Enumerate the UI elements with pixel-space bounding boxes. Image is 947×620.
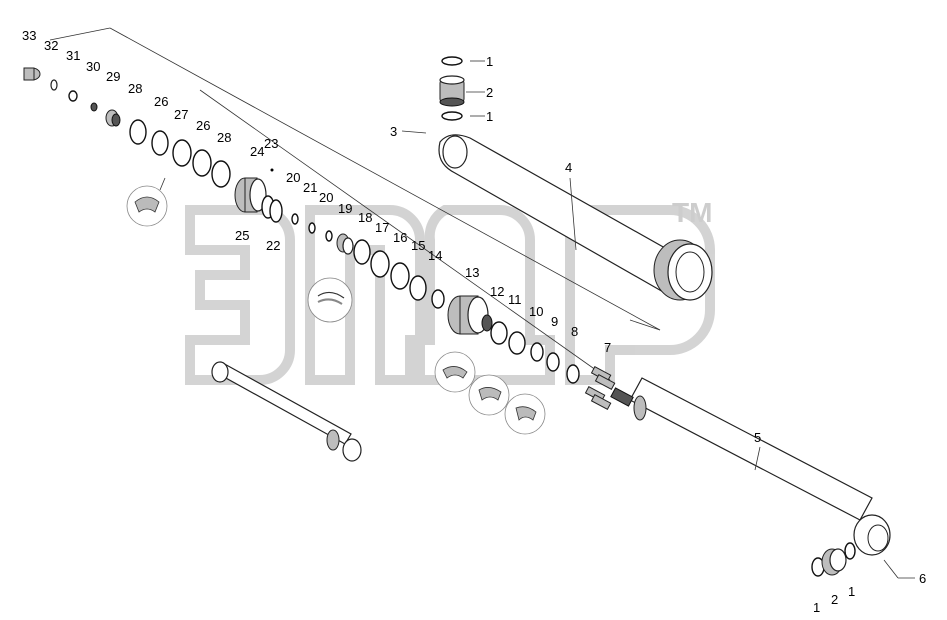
leader-lines <box>401 60 915 579</box>
part-31-ring <box>68 90 78 102</box>
callout-29: 29 <box>106 69 120 84</box>
callout-1-bottom-a: 1 <box>813 600 820 615</box>
part-9-seal <box>546 352 560 372</box>
part-5-rod <box>610 377 891 556</box>
detail-circle-c <box>504 393 546 435</box>
callout-12: 12 <box>490 284 504 299</box>
part-16-seal <box>390 262 410 290</box>
part-6-eye <box>853 514 891 556</box>
callout-17: 17 <box>375 220 389 235</box>
callout-1-top-b: 1 <box>486 109 493 124</box>
part-7-bolts <box>584 366 616 411</box>
callout-11: 11 <box>508 292 522 307</box>
detail-circle-left <box>126 177 168 227</box>
callout-18: 18 <box>358 210 372 225</box>
part-1-top-ring-a <box>441 56 463 66</box>
axis-line-b <box>109 27 661 331</box>
part-2-top-bushing <box>439 75 465 107</box>
part-19-bushing <box>336 233 354 255</box>
callout-25: 25 <box>235 228 249 243</box>
callout-10: 10 <box>529 304 543 319</box>
callout-23: 23 <box>264 136 278 151</box>
callout-3: 3 <box>390 124 397 139</box>
part-4-barrel <box>438 134 713 301</box>
part-18-seal <box>353 239 371 265</box>
callout-labels: 33 32 31 30 29 28 26 27 26 28 23 24 25 2… <box>22 28 926 615</box>
callout-31: 31 <box>66 48 80 63</box>
callout-4: 4 <box>565 160 572 175</box>
callout-14: 14 <box>428 248 442 263</box>
part-8-seal <box>566 364 580 384</box>
callout-26a: 26 <box>154 94 168 109</box>
callout-22: 22 <box>266 238 280 253</box>
callout-33: 33 <box>22 28 36 43</box>
callout-28b: 28 <box>217 130 231 145</box>
part-20-ring-b <box>325 230 333 242</box>
callout-2-bottom: 2 <box>831 592 838 607</box>
part-10-seal <box>530 342 544 362</box>
callout-28a: 28 <box>128 81 142 96</box>
part-12-seal <box>490 321 508 345</box>
part-29-nut <box>105 109 121 127</box>
callout-20b: 20 <box>319 190 333 205</box>
callout-32: 32 <box>44 38 58 53</box>
part-26-seal-b <box>192 149 212 177</box>
axis-line-d <box>199 89 611 381</box>
part-15-seal <box>409 275 427 301</box>
part-17-seal <box>370 250 390 278</box>
part-23-dot <box>270 168 274 172</box>
part-2-bottom-bushing <box>821 548 847 576</box>
callout-2-top: 2 <box>486 85 493 100</box>
callout-9: 9 <box>551 314 558 329</box>
callout-13: 13 <box>465 265 479 280</box>
axis-line-c <box>629 319 661 331</box>
callout-1-bottom-b: 1 <box>848 584 855 599</box>
part-33-cap <box>23 67 41 81</box>
callout-5: 5 <box>754 430 761 445</box>
callout-6: 6 <box>919 571 926 586</box>
callout-21: 21 <box>303 180 317 195</box>
callout-16: 16 <box>393 230 407 245</box>
callout-15: 15 <box>411 238 425 253</box>
part-13-head <box>447 295 493 335</box>
callout-8: 8 <box>571 324 578 339</box>
callout-20a: 20 <box>286 170 300 185</box>
part-28-seal-a <box>129 119 147 145</box>
callout-19: 19 <box>338 201 352 216</box>
detail-circle-mid <box>307 277 353 323</box>
part-27-seal <box>172 139 192 167</box>
part-30-ring <box>90 102 98 112</box>
part-20-ring-a <box>291 213 299 225</box>
part-21-ring <box>308 222 316 234</box>
part-26-seal-a <box>151 130 169 156</box>
part-32-washer <box>50 79 58 91</box>
callout-7: 7 <box>604 340 611 355</box>
detail-circle-a <box>434 351 476 393</box>
callout-1-top-a: 1 <box>486 54 493 69</box>
callout-30: 30 <box>86 59 100 74</box>
part-11-seal <box>508 331 526 355</box>
part-1-top-ring-b <box>441 111 463 121</box>
part-28-seal-b <box>211 160 231 188</box>
detail-circle-b <box>468 374 510 416</box>
part-1-bottom-ring-b <box>844 542 856 560</box>
callout-27: 27 <box>174 107 188 122</box>
callout-26b: 26 <box>196 118 210 133</box>
watermark-tm: TM <box>672 197 712 228</box>
axis-line-a <box>49 27 111 41</box>
assembled-cylinder-thumbnail <box>211 361 362 462</box>
part-14-seal <box>431 289 445 309</box>
callout-24: 24 <box>250 144 264 159</box>
part-22-rings <box>261 195 283 223</box>
